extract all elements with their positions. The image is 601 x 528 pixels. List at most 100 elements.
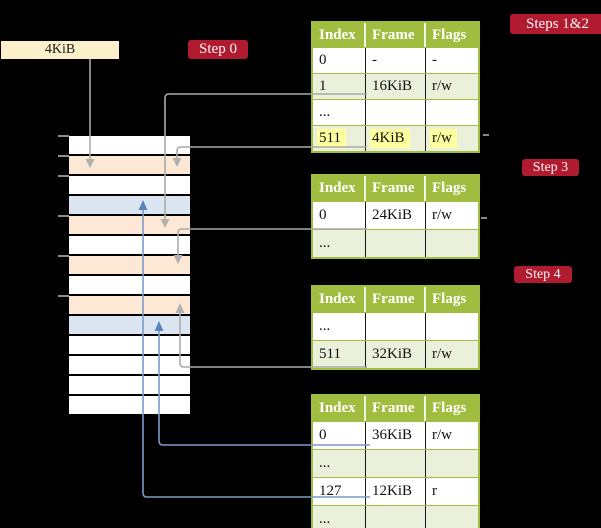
table-row: 511 32KiB r/w — [313, 340, 478, 368]
column-header-frame: Frame — [366, 176, 426, 201]
column-header-index: Index — [313, 396, 366, 421]
stack-tick — [58, 215, 69, 217]
stack-tick — [58, 175, 69, 177]
table-row: 0 - - — [313, 47, 478, 73]
table-row: ... — [313, 99, 478, 125]
stack-tick — [58, 155, 69, 157]
table-cell — [366, 100, 426, 125]
table-cell: 32KiB — [366, 341, 426, 368]
table-cell: 127 — [313, 478, 366, 505]
table-cell: - — [432, 52, 437, 68]
table-cell: 4KiB — [366, 126, 426, 151]
badge-steps12-label: Steps 1&2 — [526, 15, 589, 32]
table-cell: 511 — [313, 341, 366, 368]
table-header-row: Index Frame Flags — [313, 176, 478, 201]
table-row: 0 36KiB r/w — [313, 421, 478, 449]
memory-frame-row — [69, 256, 190, 276]
badge-step0: Step 0 — [188, 40, 248, 59]
column-header-index: Index — [313, 23, 366, 47]
table-cell: ... — [313, 506, 366, 528]
memory-frame-row — [69, 216, 190, 236]
memory-frame-row — [69, 356, 190, 376]
column-header-flags: Flags — [432, 291, 467, 307]
table-cell — [426, 313, 478, 340]
table-cell: 511 — [313, 126, 366, 151]
column-header-frame: Frame — [366, 287, 426, 312]
table-cell: ... — [313, 100, 366, 125]
highlighted-value: r/w — [430, 129, 457, 148]
memory-frame-row — [69, 376, 190, 396]
table-row: ... — [313, 229, 478, 257]
column-header-index: Index — [313, 287, 366, 312]
page-table-level3: Index Frame Flags 0 24KiB r/w ... — [311, 174, 480, 259]
stack-tick — [58, 255, 69, 257]
table-cell: ... — [313, 230, 366, 257]
table-cell: 16KiB — [366, 74, 426, 99]
badge-step3-label: Step 3 — [532, 159, 569, 175]
table-header-row: Index Frame Flags — [313, 23, 478, 47]
table-header-row: Index Frame Flags — [313, 396, 478, 421]
highlighted-value: 511 — [317, 129, 346, 148]
table-cell: - — [366, 48, 426, 73]
table-cell — [426, 450, 478, 477]
table-cell: 36KiB — [366, 422, 426, 449]
table-row: 1 16KiB r/w — [313, 73, 478, 99]
memory-frame-row — [69, 236, 190, 256]
table-cell: r/w — [432, 346, 452, 362]
table-cell — [426, 100, 478, 125]
page-table-level2: Index Frame Flags ... 511 32KiB r/w — [311, 285, 480, 370]
column-header-flags: Flags — [432, 400, 467, 416]
column-header-frame: Frame — [366, 23, 426, 47]
table-row: ... — [313, 505, 478, 528]
badge-steps12: Steps 1&2 — [510, 14, 601, 34]
memory-frame-row — [69, 136, 190, 156]
memory-frame-row — [69, 396, 190, 416]
stack-tick — [58, 135, 69, 137]
highlighted-value: 4KiB — [370, 129, 410, 148]
table-row-highlighted: 511 4KiB r/w — [313, 125, 478, 151]
table-cell: r/w — [432, 427, 452, 443]
memory-frame-row — [69, 316, 190, 336]
table-row: 127 12KiB r — [313, 477, 478, 505]
table-row: ... — [313, 449, 478, 477]
memory-frame-row — [69, 276, 190, 296]
table-cell: 12KiB — [366, 478, 426, 505]
memory-frame-row — [69, 296, 190, 316]
column-header-index: Index — [313, 176, 366, 201]
table-cell: 0 — [313, 202, 366, 229]
table-cell: ... — [313, 313, 366, 340]
column-header-flags: Flags — [432, 180, 467, 196]
table-cell: 24KiB — [366, 202, 426, 229]
table-cell — [366, 506, 426, 528]
table-cell: 0 — [313, 48, 366, 73]
table-cell: r — [432, 483, 437, 499]
table-cell: ... — [313, 450, 366, 477]
column-header-frame: Frame — [366, 396, 426, 421]
table-cell — [366, 230, 426, 257]
table-row: 0 24KiB r/w — [313, 201, 478, 229]
badge-step4: Step 4 — [514, 266, 572, 283]
page-size-label: 4KiB — [44, 42, 76, 57]
table-cell — [426, 230, 478, 257]
column-header-flags: Flags — [432, 26, 467, 43]
physical-memory-stack — [69, 136, 190, 416]
page-size-box: 4KiB — [1, 41, 119, 59]
stack-tick — [58, 295, 69, 297]
badge-step4-label: Step 4 — [525, 266, 561, 282]
page-table-level4: Index Frame Flags 0 - - 1 16KiB r/w ... … — [311, 21, 480, 153]
table-cell: r/w — [432, 207, 452, 223]
table-cell: r/w — [426, 126, 478, 151]
memory-frame-row — [69, 156, 190, 176]
table-cell — [366, 313, 426, 340]
table-cell: r/w — [432, 78, 452, 94]
table-cell — [366, 450, 426, 477]
badge-step0-label: Step 0 — [199, 41, 237, 57]
memory-frame-row — [69, 336, 190, 356]
memory-frame-row — [69, 196, 190, 216]
table-header-row: Index Frame Flags — [313, 287, 478, 312]
table-cell: 1 — [313, 74, 366, 99]
memory-frame-row — [69, 176, 190, 196]
badge-step3: Step 3 — [522, 159, 579, 176]
table-cell: 0 — [313, 422, 366, 449]
